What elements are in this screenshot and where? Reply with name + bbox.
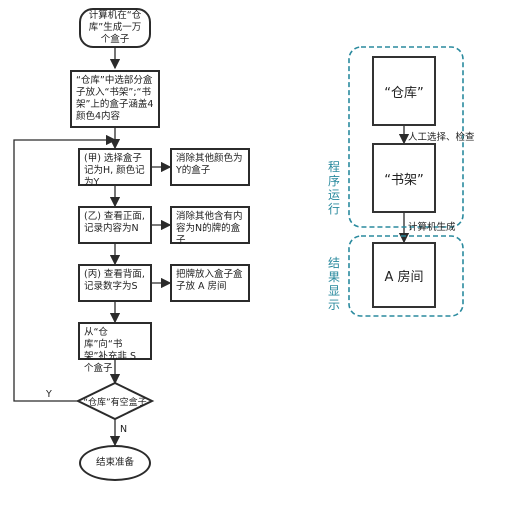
eliminate-content-label: 消除其他含有内容为N的牌的盒子 (176, 211, 243, 246)
eliminate-color-action: 消除其他颜色为Y的盒子 (170, 148, 250, 186)
group-program-run (348, 46, 464, 228)
step-jia: (甲) 选择盒子记为H, 颜色记为Y (78, 148, 152, 188)
manual-edge-label: 人工选择、检查 (408, 132, 475, 143)
step-yi-label: (乙) 查看正面, 记录内容为N (84, 211, 145, 234)
refill-step: 从“仓库”向“书架”补充非 S 个盒子 (78, 322, 152, 374)
warehouse-label: “仓库” (384, 85, 424, 101)
select-boxes-label: “仓库”中选部分盒子放入“书架”;“书架”上的盒子涵盖4颜色4内容 (76, 75, 154, 122)
shelf-box: “书架” (372, 143, 436, 213)
decision-label: “仓库”有空盒子 (83, 398, 147, 408)
step-yi: (乙) 查看正面, 记录内容为N (78, 206, 152, 244)
group-display-label: 结 果 显 示 (327, 256, 340, 312)
start-node-label: 计算机在“仓库”生成一万个盒子 (88, 10, 142, 45)
loop-yes-label: Y (46, 389, 52, 400)
move-to-room-action: 把牌放入盒子盒子放 A 房间 (170, 264, 250, 302)
decision-no-label: N (120, 424, 128, 435)
step-bing-label: (丙) 查看背面, 记录数字为S (84, 269, 145, 292)
step-bing: (丙) 查看背面, 记录数字为S (78, 264, 152, 302)
eliminate-color-label: 消除其他颜色为Y的盒子 (176, 153, 243, 176)
computer-edge-label: 计算机生成 (408, 222, 456, 233)
warehouse-box: “仓库” (372, 56, 436, 126)
step-jia-label: (甲) 选择盒子记为H, 颜色记为Y (84, 153, 145, 188)
move-to-room-label: 把牌放入盒子盒子放 A 房间 (176, 269, 243, 292)
decision-diamond (75, 381, 155, 421)
refill-label: 从“仓库”向“书架”补充非 S 个盒子 (84, 327, 136, 374)
start-node: 计算机在“仓库”生成一万个盒子 (79, 8, 151, 48)
group-result-display (348, 235, 464, 317)
eliminate-content-action: 消除其他含有内容为N的牌的盒子 (170, 206, 250, 246)
room-box: A 房间 (372, 242, 436, 308)
arrow-loop-back (13, 134, 117, 402)
end-node: 结束准备 (79, 445, 151, 481)
room-label: A 房间 (384, 269, 424, 285)
group-run-label: 程 序 运 行 (327, 160, 340, 216)
end-node-label: 结束准备 (95, 457, 134, 468)
shelf-label: “书架” (384, 172, 424, 188)
select-boxes-step: “仓库”中选部分盒子放入“书架”;“书架”上的盒子涵盖4颜色4内容 (70, 70, 160, 128)
